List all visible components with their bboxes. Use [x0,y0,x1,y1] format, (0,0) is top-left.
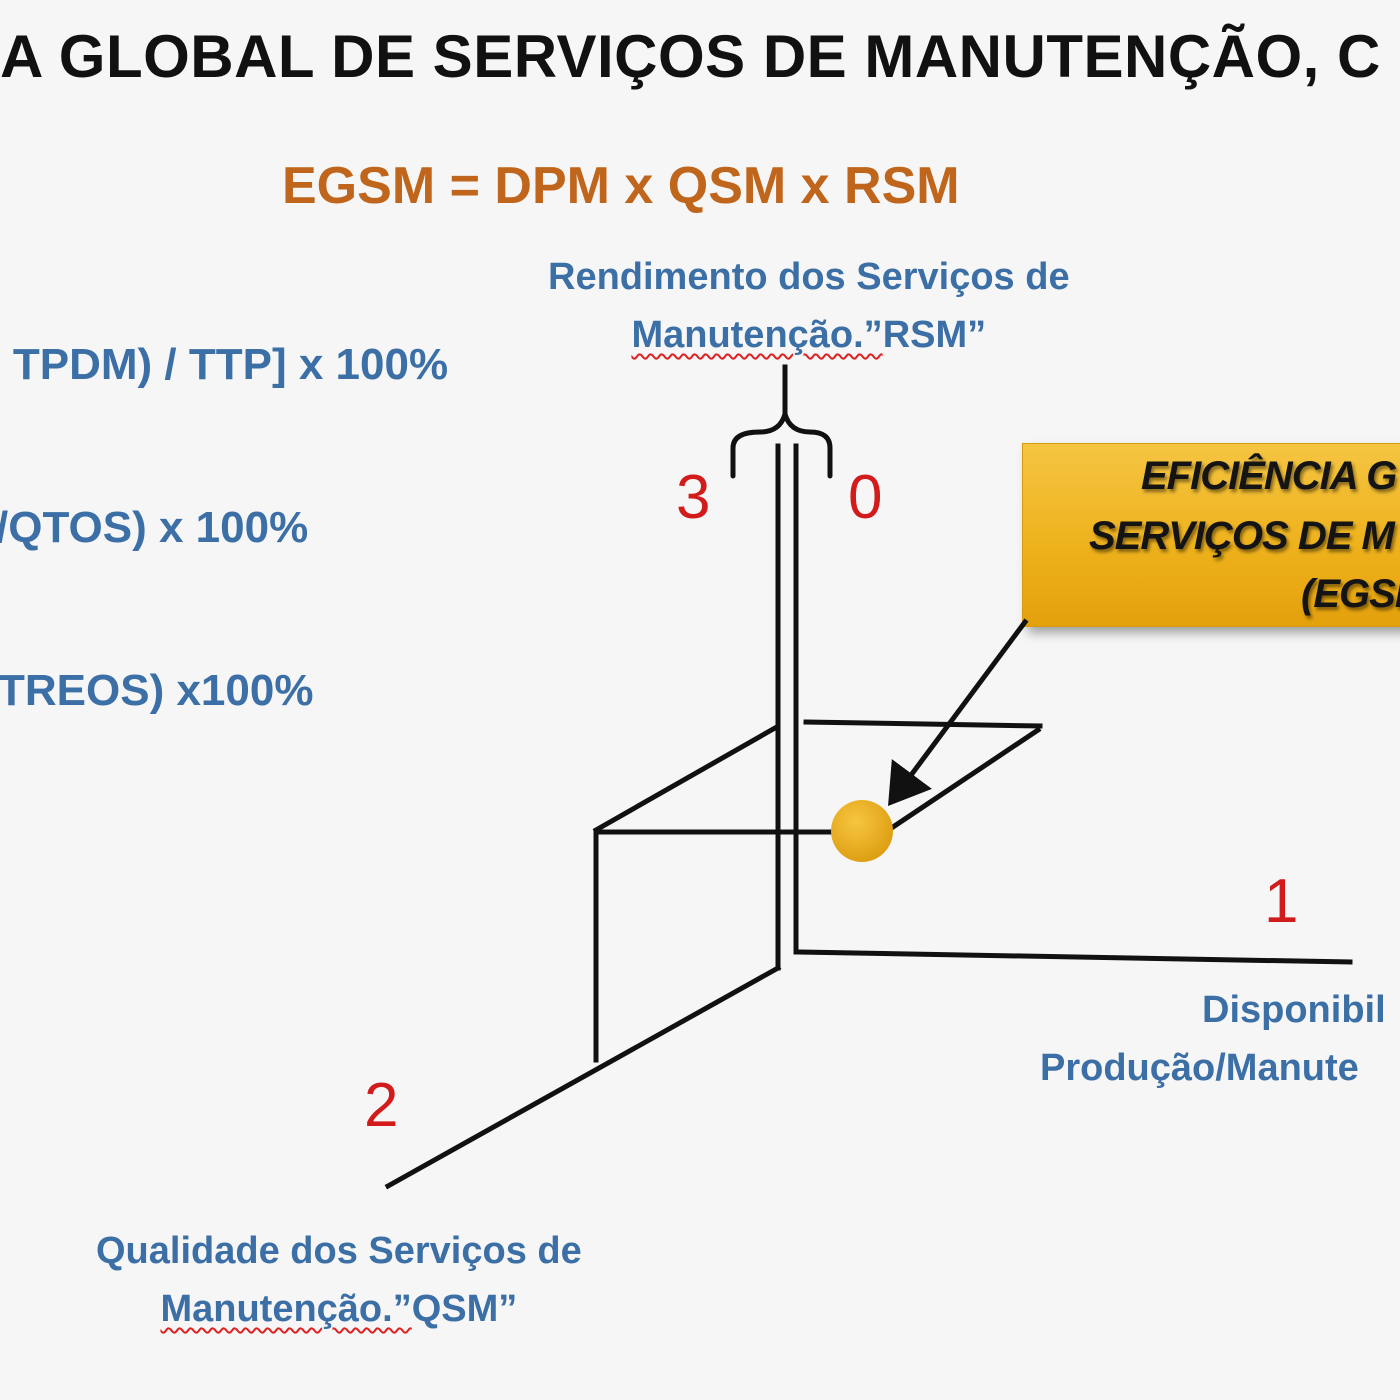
rsm-axis-label: Rendimento dos Serviços de Manutenção.”R… [548,248,1070,364]
rsm-label-line2: Manutenção.”RSM” [631,314,987,356]
main-formula: EGSM = DPM x QSM x RSM [282,157,960,215]
cube-top-edge [803,719,1043,729]
callout-line1: EFICIÊNCIA G [1141,454,1397,498]
dpm-axis-label: Disponibil Produção/Manute [1040,981,1386,1097]
side-formula-1: - TPDM) / TTP] x 100% [0,340,449,389]
side-formula-3: TREOS) x100% [0,666,314,715]
axis-number-2: 2 [364,1071,399,1140]
axis-brace [730,404,833,479]
axis-number-1: 1 [1264,867,1299,936]
egsm-callout-box: EFICIÊNCIA G SERVIÇOS DE M (EGSM [1022,443,1400,627]
rsm-label-line1: Rendimento dos Serviços de [548,256,1070,298]
qsm-axis-label: Qualidade dos Serviços de Manutenção.”QS… [96,1222,582,1338]
dpm-label-line1: Disponibil [1202,989,1386,1031]
callout-line3: (EGSM [1301,572,1400,616]
axis-number-0: 0 [848,463,883,532]
side-formula-2: /QTOS) x 100% [0,503,309,552]
qsm-label-line2: Manutenção.”QSM” [160,1288,518,1330]
dpm-label-line2: Produção/Manute [1040,1047,1359,1089]
callout-line2: SERVIÇOS DE M [1089,514,1395,558]
axis-number-3: 3 [676,463,711,532]
callout-arrow [888,618,1029,807]
cube-back-edge [592,724,779,834]
cube-side-edge [889,726,1042,831]
page-title: A GLOBAL DE SERVIÇOS DE MANUTENÇÃO, C [0,23,1381,90]
y-axis-line [384,964,782,1190]
egsm-point [831,800,893,862]
qsm-label-line1: Qualidade dos Serviços de [96,1230,582,1272]
x-axis-line [797,949,1353,965]
